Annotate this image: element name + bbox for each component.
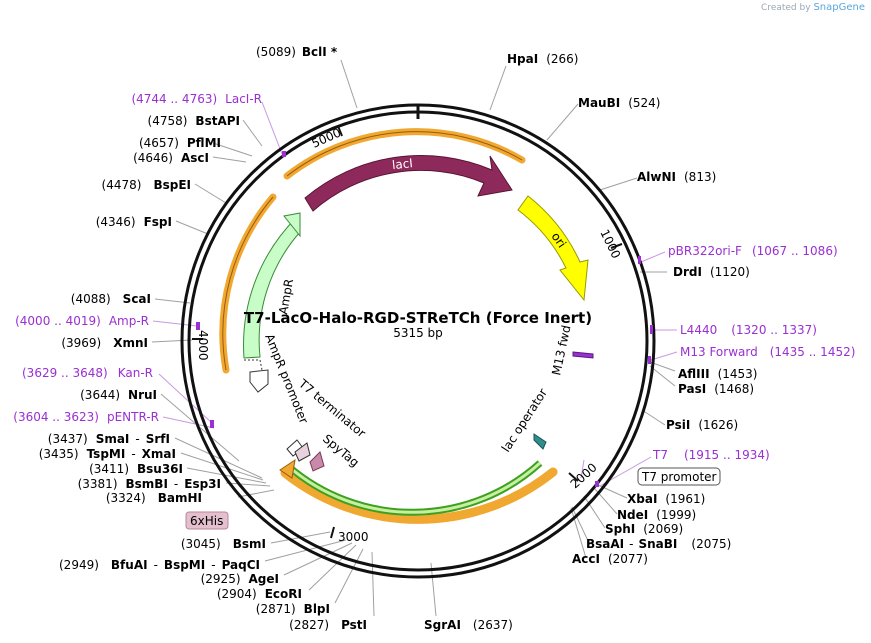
orf-arc-bottom — [280, 467, 558, 524]
site-psiI: PsiI(1626) — [666, 418, 738, 432]
primer-marks — [196, 151, 653, 487]
scale-ticks — [192, 125, 623, 539]
ori-feature — [517, 195, 589, 302]
M13-fwd-label: M13 fwd — [549, 324, 573, 377]
primer-L4440: L4440(1320 .. 1337) — [680, 323, 817, 337]
site-blpI: (2871)BlpI — [256, 602, 330, 616]
orf-arrowhead — [279, 458, 296, 479]
site-accI: AccI(2077) — [572, 552, 648, 566]
credit-prefix: Created by — [761, 3, 811, 13]
lac-operator-feature — [533, 433, 547, 450]
site-sphI: SphI(2069) — [605, 522, 683, 536]
site-labels-left: (2827)PstI (2871)BlpI (2904)EcoRI (2925)… — [39, 114, 367, 632]
primer-Amp-R: (4000 .. 4019)Amp-R — [15, 314, 149, 328]
AmpR-feature — [243, 212, 301, 359]
lacI-label: lacI — [391, 156, 413, 172]
orf-arc-left-line — [222, 196, 274, 371]
site-hpaI: HpaI(266) — [507, 52, 578, 66]
primer-T7: T7(1915 .. 1934) — [652, 448, 770, 462]
tick-label-4000: 4000 — [196, 330, 210, 361]
site-scaI: (4088)ScaI — [71, 292, 151, 306]
site-labels-right: (5089)BclI * HpaI(266) MauBI(524) AlwNI(… — [256, 45, 757, 632]
site-bspEI: (4478)BspEI — [102, 178, 191, 192]
site-ecoRI: (2904)EcoRI — [217, 587, 302, 601]
SpyTag-label: SpyTag — [320, 432, 362, 470]
snapgene-logo: SnapGene — [813, 2, 865, 13]
site-pasI: PasI(1468) — [678, 382, 754, 396]
primer-LacI-R: (4744 .. 4763)LacI-R — [131, 92, 262, 106]
site-xbaI: XbaI(1961) — [627, 492, 705, 506]
primer-M13-forward: M13 Forward(1435 .. 1452) — [680, 345, 855, 359]
site-afliii: AflIII(1453) — [678, 367, 757, 381]
primer-Kan-R: (3629 .. 3648)Kan-R — [22, 366, 153, 380]
site-drdI: DrdI(1120) — [673, 265, 750, 279]
site-nruI: (3644)NruI — [80, 388, 157, 402]
lacI-feature — [304, 155, 513, 212]
orf-arc-top-line — [286, 131, 523, 177]
AmpR-dash — [244, 359, 263, 371]
green-orf-arc-inner — [287, 461, 542, 514]
site-ndeI: NdeI(1999) — [617, 508, 696, 522]
site-xmnI: (3969)XmnI — [61, 336, 148, 350]
tick-label-3000: 3000 — [338, 530, 369, 544]
SpyTag-feature — [309, 451, 325, 472]
M13-fwd-feature — [572, 351, 594, 359]
site-tspMI: (3435)TspMI-XmaI — [39, 447, 176, 461]
site-ascI: (4646)AscI — [133, 151, 209, 165]
T7-promoter-label: T7 promoter — [641, 470, 717, 484]
site-bsmBI: (3381)BsmBI-Esp3I — [78, 477, 221, 491]
primer-pBR322ori-F: pBR322ori-F(1067 .. 1086) — [668, 244, 838, 258]
site-bsaAI: BsaAI-SnaBI(2075) — [586, 537, 731, 551]
site-bsu36I: (3411)Bsu36I — [89, 462, 183, 476]
primer-labels: pBR322ori-F(1067 .. 1086) L4440(1320 .. … — [13, 92, 855, 462]
site-bstAPI: (4758)BstAPI — [148, 114, 240, 128]
site-pstI: (2827)PstI — [289, 618, 367, 632]
site-bamHI: (3324)BamHI — [106, 491, 202, 505]
plasmid-name: T7-LacO-Halo-RGD-STReTCh (Force Inert) — [244, 309, 592, 327]
AmpR-promoter-arrow — [249, 369, 269, 393]
site-alwnI: AlwNI(813) — [637, 170, 716, 184]
primer-pENTR-R: (3604 .. 3623)pENTR-R — [13, 410, 159, 424]
site-bfuAI: (2949)BfuAI-BspMI-PaqCI — [59, 558, 260, 572]
site-smaI: (3437)SmaI-SrfI — [48, 432, 170, 446]
plasmid-size: 5315 bp — [393, 326, 443, 340]
site-bclI: (5089)BclI * — [256, 45, 338, 59]
sixHis-box — [185, 511, 229, 530]
site-maubI: MauBI(524) — [578, 96, 660, 110]
T7-terminator-arrow — [294, 442, 311, 462]
credit: Created by SnapGene — [761, 2, 865, 13]
T7-promoter-box — [637, 467, 721, 486]
site-fspI: (4346)FspI — [96, 215, 172, 229]
site-bsmI: (3045)BsmI — [181, 537, 266, 551]
site-pflMI: (4657)PflMI — [139, 136, 221, 150]
AmpR-label: AmpR — [276, 278, 296, 316]
site-sgrAI: SgrAI(2637) — [424, 618, 513, 632]
AmpR-arrowhead — [283, 212, 301, 238]
site-ageI: (2925)AgeI — [201, 572, 279, 586]
sixHis-label: 6xHis — [190, 514, 223, 528]
